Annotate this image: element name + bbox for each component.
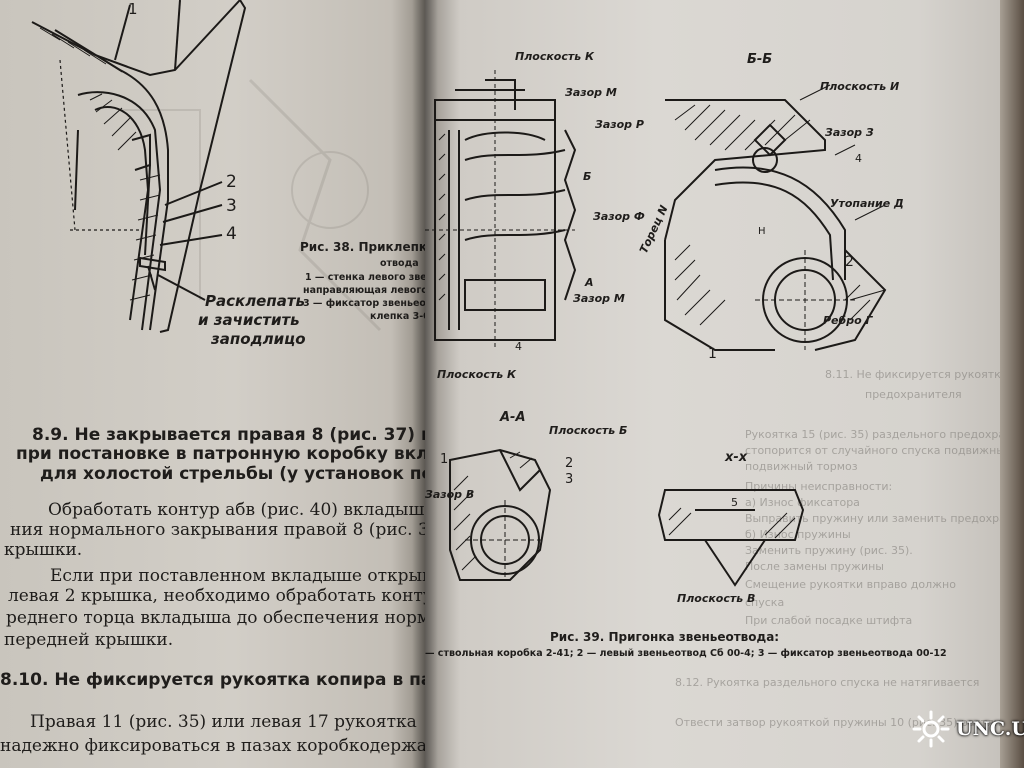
bleed-through-line-2: предохранителя — [865, 388, 962, 401]
label-b-marker: Б — [583, 170, 592, 183]
label-plane-v: Плоскость В — [677, 592, 756, 605]
label-roughness-5-xx: 5 — [731, 496, 738, 509]
label-roughness-4-bb: 4 — [855, 152, 862, 165]
section-bb-drawing — [664, 84, 887, 351]
bleed-through-line-13: спуска — [745, 596, 785, 609]
label-gap-z: Зазор З — [825, 126, 874, 139]
label-plane-k-bottom: Плоскость К — [437, 368, 517, 381]
left-page: 1 2 3 4 Расклепать и зачистить заподлицо… — [0, 0, 425, 768]
fig38-caption: Рис. 38. Приклепка фи — [300, 240, 425, 254]
label-gap-f: Зазор Ф — [593, 210, 645, 223]
section-8-9-paragraph-2-line-3: реднего торца вкладыша до обеспечения но… — [6, 608, 425, 628]
section-8-9-paragraph-2-line-2: левая 2 крышка, необходимо обработать ко… — [8, 586, 425, 606]
figure-top-number-2: 2 — [226, 172, 237, 192]
label-roughness-4-main: 4 — [515, 340, 522, 353]
book-gutter — [412, 0, 438, 768]
bleed-through-line-8: Выправить пружину или заменить предохран… — [745, 512, 1005, 525]
label-bb-number-2: 2 — [845, 254, 854, 270]
label-aa-number-3: 3 — [565, 472, 574, 487]
section-8-9-paragraph-2-line-4: передней крышки. — [4, 630, 174, 650]
section-8-10-paragraph-line-2: надежно фиксироваться в пазах коробкодер… — [0, 736, 425, 756]
watermark-text: UNC.UA — [956, 718, 1024, 740]
sun-logo-icon — [912, 710, 950, 748]
label-rib-g: Ребро Г — [823, 314, 873, 327]
bleed-through-line-7: а) Износ фиксатора — [745, 496, 860, 509]
fig38-legend-4: клепка 3-0 — [370, 311, 425, 322]
rivet-note-line-1: Расклепать — [205, 292, 306, 310]
section-8-9-paragraph-1-line-3: крышки. — [4, 540, 83, 560]
label-aa-number-2: 2 — [565, 456, 574, 471]
bleed-through-line-4: стопорится от случайного спуска подвижны… — [745, 444, 1005, 457]
label-gap-r: Зазор Р — [595, 118, 644, 131]
label-plane-i: Плоскость И — [820, 80, 900, 93]
bleed-through-line-11: После замены пружины — [745, 560, 884, 573]
fig38-legend-2: направляющая левого звен — [303, 285, 425, 296]
fig38-legend-1: 1 — стенка левого звеньео — [305, 272, 425, 283]
rivet-note-line-3: заподлицо — [211, 330, 306, 348]
section-8-9-paragraph-2-line-1: Если при поставленном вкладыше открывает… — [50, 566, 425, 586]
left-bleed-through-drawing — [120, 78, 382, 332]
section-8-10-heading: 8.10. Не фиксируется рукоятка копира в п… — [0, 670, 425, 690]
rivet-note-line-2: и зачистить — [198, 311, 300, 329]
figure-top-number-1: 1 — [128, 0, 138, 18]
book-page-edge — [1000, 0, 1024, 768]
fig38-legend-3: 3 — фиксатор звеньеотв — [303, 298, 425, 309]
figure-top-number-4: 4 — [226, 224, 237, 244]
section-8-9-heading-line-1: 8.9. Не закрывается правая 8 (рис. 37) и… — [32, 425, 425, 445]
section-xx-title: x-x — [725, 450, 748, 465]
figure-38-drawing — [31, 0, 247, 333]
bleed-through-line-3: Рукоятка 15 (рис. 35) раздельного предох… — [745, 428, 1005, 441]
label-plane-k-top: Плоскость К — [515, 50, 595, 63]
right-page: 8.11. Не фиксируется рукоятка раздельног… — [425, 0, 1005, 768]
fig38-caption-line-2: отвода — [380, 258, 419, 269]
bleed-through-line-10: Заменить пружину (рис. 35). — [745, 544, 913, 557]
label-h-marker: Н — [758, 226, 766, 237]
bleed-through-line-5: подвижный тормоз — [745, 460, 858, 473]
label-aa-number-1: 1 — [440, 452, 449, 467]
section-8-9-heading-line-2: при постановке в патронную коробку вклад… — [16, 444, 425, 464]
section-8-9-heading-line-3: для холостой стрельбы (у установок первы… — [40, 464, 425, 484]
fig39-legend: — ствольная коробка 2-41; 2 — левый звен… — [425, 648, 947, 659]
section-xx-drawing — [657, 489, 805, 587]
section-8-10-paragraph-line-1: Правая 11 (рис. 35) или левая 17 рукоятк… — [30, 712, 417, 732]
label-a-marker: А — [585, 276, 594, 289]
label-recess-d: Утопание Д — [830, 197, 904, 210]
figure-top-number-3: 3 — [226, 196, 237, 216]
bleed-through-line-12: Смещение рукоятки вправо должно — [745, 578, 956, 591]
section-bb-title: Б-Б — [747, 52, 773, 67]
bleed-through-line-15: 8.12. Рукоятка раздельного спуска не нат… — [675, 676, 980, 689]
section-8-9-paragraph-1-line-2: ния нормального закрывания правой 8 (рис… — [10, 520, 425, 540]
label-gap-m-top: Зазор М — [565, 86, 617, 99]
fig39-caption: Рис. 39. Пригонка звеньеотвода: — [550, 630, 780, 644]
bleed-through-line-1: 8.11. Не фиксируется рукоятка раздельног… — [825, 368, 1005, 381]
label-plane-b: Плоскость Б — [549, 424, 628, 437]
section-8-9-paragraph-1-line-1: Обработать контур абв (рис. 40) вкладыш — [48, 500, 425, 520]
figure-main-view-drawing — [425, 70, 577, 350]
bleed-through-line-14: При слабой посадке штифта — [745, 614, 913, 627]
label-gap-m-bottom: Зазор М — [573, 292, 625, 305]
label-gap-v: Зазор В — [425, 488, 475, 501]
site-watermark: UNC.UA — [912, 710, 1024, 748]
bleed-through-line-9: б) Износ пружины — [745, 528, 851, 541]
section-aa-title: А-А — [500, 410, 526, 425]
label-bb-number-1: 1 — [708, 346, 717, 362]
section-aa-drawing — [449, 448, 552, 581]
